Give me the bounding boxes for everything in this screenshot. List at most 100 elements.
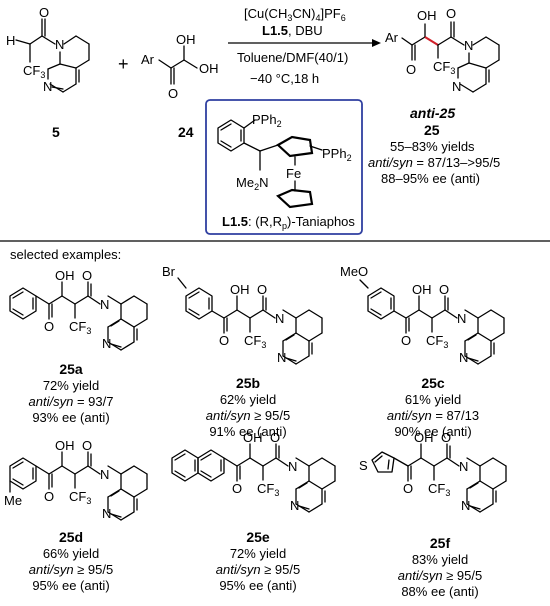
example-25d-ee: 95% ee (anti) xyxy=(32,578,109,593)
example-25e-id: 25e xyxy=(246,529,270,545)
ligand-box xyxy=(205,99,363,235)
atom-ar: Ar xyxy=(385,30,399,45)
example-25b-yield: 62% yield xyxy=(220,392,276,407)
reactant-24-label: 24 xyxy=(178,124,194,140)
example-25f-dr: anti/syn ≥ 95/5 xyxy=(398,568,482,583)
atom-n: N xyxy=(55,37,64,52)
example-25b-dr: anti/syn ≥ 95/5 xyxy=(206,408,290,423)
atom-o: O xyxy=(403,481,413,496)
atom-oh: OH xyxy=(417,8,437,23)
example-25e-dr: anti/syn ≥ 95/5 xyxy=(216,562,300,577)
reaction-arrowhead xyxy=(372,39,381,47)
atom-o: O xyxy=(401,333,411,348)
atom-cf3: CF3 xyxy=(257,481,279,498)
atom-n: N xyxy=(464,38,473,53)
atom-me: Me xyxy=(4,493,22,508)
atom-cf3: CF3 xyxy=(426,333,448,350)
atom-cf3: CF3 xyxy=(69,489,91,506)
atom-oh: OH xyxy=(176,32,196,47)
atom-n-pyridine: N xyxy=(452,79,461,94)
example-25c-ee: 90% ee (anti) xyxy=(394,424,471,439)
example-25a-structure: O OH CF3 O N N xyxy=(9,268,148,351)
atom-h: H xyxy=(6,33,15,48)
example-25b-id: 25b xyxy=(236,375,260,391)
atom-o: O xyxy=(219,333,229,348)
example-25d-dr: anti/syn ≥ 95/5 xyxy=(29,562,113,577)
product-25-structure: Ar O OH CF3 O N N xyxy=(385,6,500,94)
atom-n-pyridine: N xyxy=(459,350,468,365)
example-25a-id: 25a xyxy=(59,361,83,377)
atom-n-pyridine: N xyxy=(461,498,470,513)
atom-o-amide: O xyxy=(82,268,92,283)
plus-sign: + xyxy=(118,54,129,74)
atom-cf3: CF3 xyxy=(428,481,450,498)
condition-catalyst: [Cu(CH3CN)4]PF6 xyxy=(244,6,346,23)
condition-solvent: Toluene/DMF(40/1) xyxy=(237,50,348,65)
atom-n-pyridine: N xyxy=(102,506,111,521)
atom-n-pyridine: N xyxy=(43,79,52,94)
ligand-caption: L1.5: (R,Rp)-Taniaphos xyxy=(222,214,355,231)
new-cc-bond xyxy=(424,36,439,46)
reactant-5-structure: H CF3 O N N xyxy=(6,5,90,94)
atom-oh-2: OH xyxy=(199,61,219,76)
example-25f-yield: 83% yield xyxy=(412,552,468,567)
atom-o: O xyxy=(44,489,54,504)
atom-br: Br xyxy=(162,264,176,279)
atom-o-amide: O xyxy=(257,282,267,297)
atom-ar: Ar xyxy=(141,52,155,67)
atom-o: O xyxy=(232,481,242,496)
atom-n: N xyxy=(457,311,466,326)
atom-cf3: CF3 xyxy=(244,333,266,350)
example-25b-ee: 91% ee (anti) xyxy=(209,424,286,439)
atom-oh: OH xyxy=(412,282,432,297)
atom-oh: OH xyxy=(414,430,434,445)
atom-oh: OH xyxy=(230,282,250,297)
condition-temp-time: −40 °C,18 h xyxy=(250,71,319,86)
atom-o-amide: O xyxy=(270,430,280,445)
atom-n: N xyxy=(275,311,284,326)
taniaphos-structure: PPh2 Me2N PPh2 Fe xyxy=(217,112,352,209)
atom-n: N xyxy=(288,459,297,474)
atom-o: O xyxy=(406,62,416,77)
condition-ligand: L1.5, DBU xyxy=(262,23,323,38)
example-25a-dr: anti/syn = 93/7 xyxy=(29,394,114,409)
example-25c-yield: 61% yield xyxy=(405,392,461,407)
atom-n-pyridine: N xyxy=(277,350,286,365)
atom-o: O xyxy=(168,86,178,101)
product-id: 25 xyxy=(424,122,440,138)
product-label: anti-25 xyxy=(410,105,455,121)
example-25c-dr: anti/syn = 87/13 xyxy=(387,408,479,423)
example-25a-yield: 72% yield xyxy=(43,378,99,393)
atom-oh: OH xyxy=(55,268,75,283)
atom-n: N xyxy=(459,459,468,474)
atom-o: O xyxy=(39,5,49,20)
example-25d-structure: Me O OH CF3 O N N xyxy=(4,438,148,521)
atom-n-pyridine: N xyxy=(290,498,299,513)
product-yield-range: 55–83% yields xyxy=(390,139,475,154)
reactant-24-structure: Ar O OH OH xyxy=(141,32,219,101)
example-25e-yield: 72% yield xyxy=(230,546,286,561)
section-header: selected examples: xyxy=(10,247,121,262)
example-25c-id: 25c xyxy=(421,375,445,391)
atom-fe: Fe xyxy=(286,166,301,181)
product-ee: 88–95% ee (anti) xyxy=(381,171,480,186)
example-25f-ee: 88% ee (anti) xyxy=(401,584,478,599)
atom-cf3: CF3 xyxy=(433,59,455,76)
atom-me2n: Me2N xyxy=(236,175,268,192)
example-25a-ee: 93% ee (anti) xyxy=(32,410,109,425)
atom-s: S xyxy=(359,458,368,473)
product-dr: anti/syn = 87/13–>95/5 xyxy=(368,155,500,170)
atom-o: O xyxy=(44,319,54,334)
atom-pph2-cp: PPh2 xyxy=(322,146,352,163)
atom-cf3: CF3 xyxy=(69,319,91,336)
atom-n-pyridine: N xyxy=(102,336,111,351)
atom-o-amide: O xyxy=(441,430,451,445)
atom-o-amide: O xyxy=(446,6,456,21)
example-25e-structure: O OH CF3 O N N xyxy=(171,430,336,513)
example-25d-yield: 66% yield xyxy=(43,546,99,561)
example-25d-id: 25d xyxy=(59,529,83,545)
example-25f-id: 25f xyxy=(430,535,451,551)
atom-o-amide: O xyxy=(82,438,92,453)
atom-n: N xyxy=(100,467,109,482)
